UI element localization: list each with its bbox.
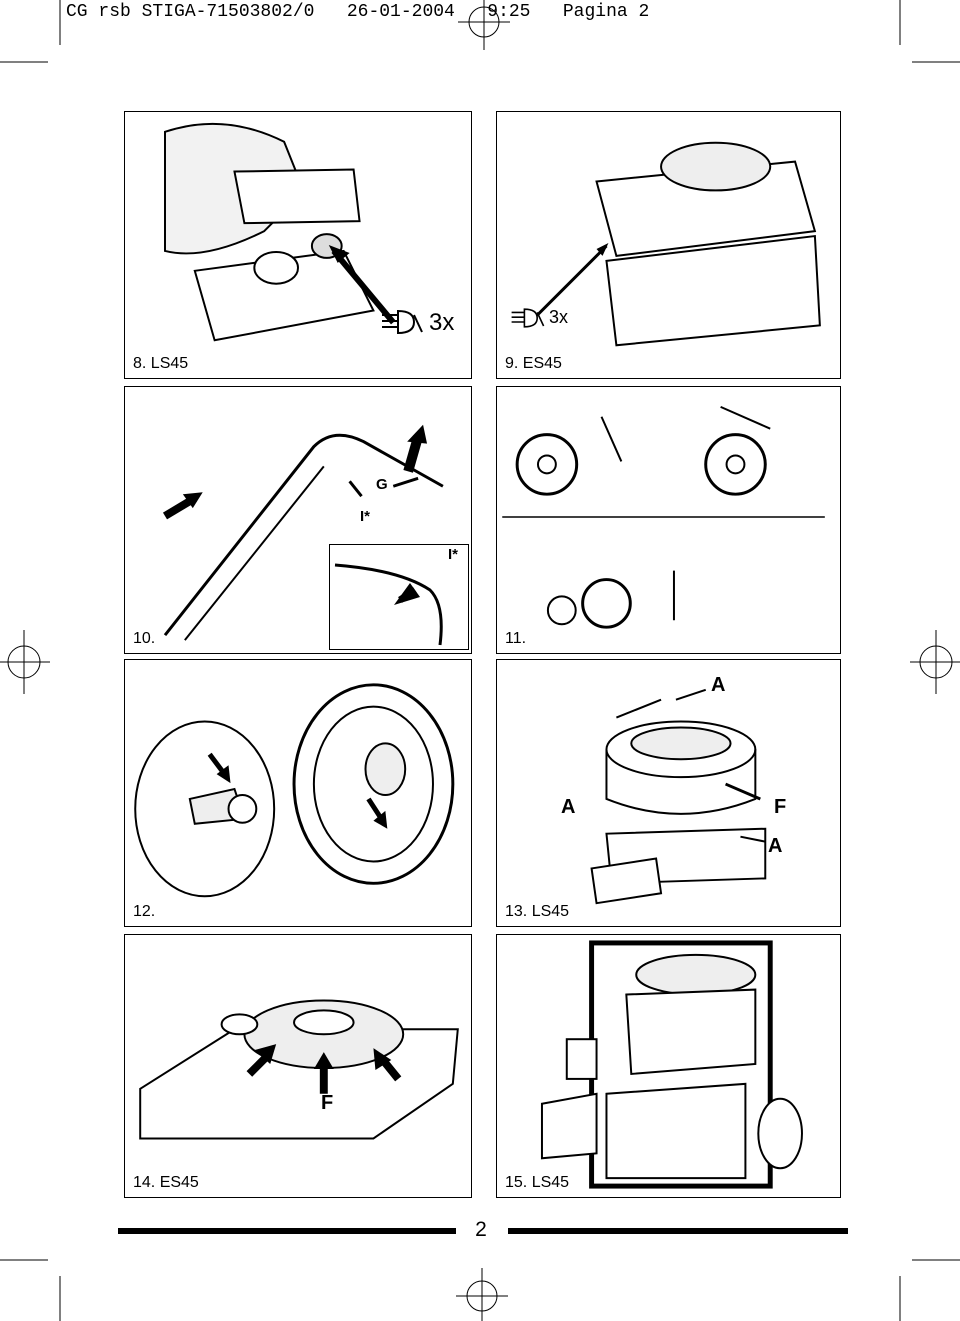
figure-14-panel: F 14. ES45 — [124, 934, 472, 1198]
times-label: 3x — [549, 307, 569, 327]
figure-13-panel: A A F A 13. LS45 — [496, 659, 841, 927]
figure-9-panel: 3x 9. ES45 — [496, 111, 841, 379]
label-a: A — [768, 835, 783, 857]
figure-15-panel: 15. LS45 — [496, 934, 841, 1198]
crop-mark-bottom-left — [0, 1259, 61, 1321]
handle-and-lever-illustration — [162, 424, 444, 641]
label-a: A — [711, 674, 726, 696]
detail-inset: I* — [329, 544, 469, 650]
height-adjustment-illustration — [502, 405, 825, 629]
figure-caption: 9. ES45 — [505, 355, 562, 372]
registration-mark-icon — [456, 1268, 508, 1321]
engine-highlighted-illustration — [540, 940, 803, 1189]
times-label: 3x — [429, 309, 455, 336]
figure-caption: 12. — [133, 903, 156, 920]
figure-caption: 10. — [133, 630, 156, 647]
crop-mark-bottom-right — [899, 1259, 960, 1321]
figure-caption: 15. LS45 — [505, 1174, 570, 1191]
figure-11-panel: 11. — [496, 386, 841, 654]
figure-caption: 11. — [505, 630, 527, 647]
registration-mark-icon — [458, 0, 510, 50]
label-i-star: I* — [360, 508, 371, 525]
starter-filter-illustration — [590, 688, 767, 905]
wheel-gear-illustration — [134, 683, 455, 898]
figure-8-panel: 3x 8. LS45 — [124, 111, 472, 379]
page-number: 2 — [475, 1218, 487, 1241]
figure-caption: 8. LS45 — [133, 355, 189, 372]
figure-caption: 14. ES45 — [133, 1174, 199, 1191]
crop-mark-top-left — [0, 0, 61, 63]
label-i-star: I* — [448, 546, 459, 563]
print-header: CG rsb STIGA-71503802/0 26-01-2004 9:25 … — [66, 2, 650, 22]
lever-detail-illustration — [334, 563, 443, 646]
crop-mark-top-right — [899, 0, 960, 63]
label-f: F — [321, 1092, 334, 1114]
registration-mark-icon — [0, 630, 50, 694]
label-f: F — [774, 796, 787, 818]
registration-mark-icon — [910, 630, 960, 694]
engine-fuel-bulb-illustration — [164, 122, 396, 342]
hand-pump-icon — [382, 309, 423, 335]
label-a: A — [561, 796, 576, 818]
engine-cooling-fins-illustration — [139, 999, 459, 1140]
footer-rule-right — [508, 1228, 848, 1234]
label-g: G — [376, 476, 388, 493]
figure-10-panel: G I* I* 10. — [124, 386, 472, 654]
hand-pump-icon — [511, 308, 545, 328]
figure-caption: 13. LS45 — [505, 903, 570, 920]
figure-12-panel: 12. — [124, 659, 472, 927]
footer-rule-left — [118, 1228, 456, 1234]
engine-top-view-illustration — [535, 141, 821, 347]
